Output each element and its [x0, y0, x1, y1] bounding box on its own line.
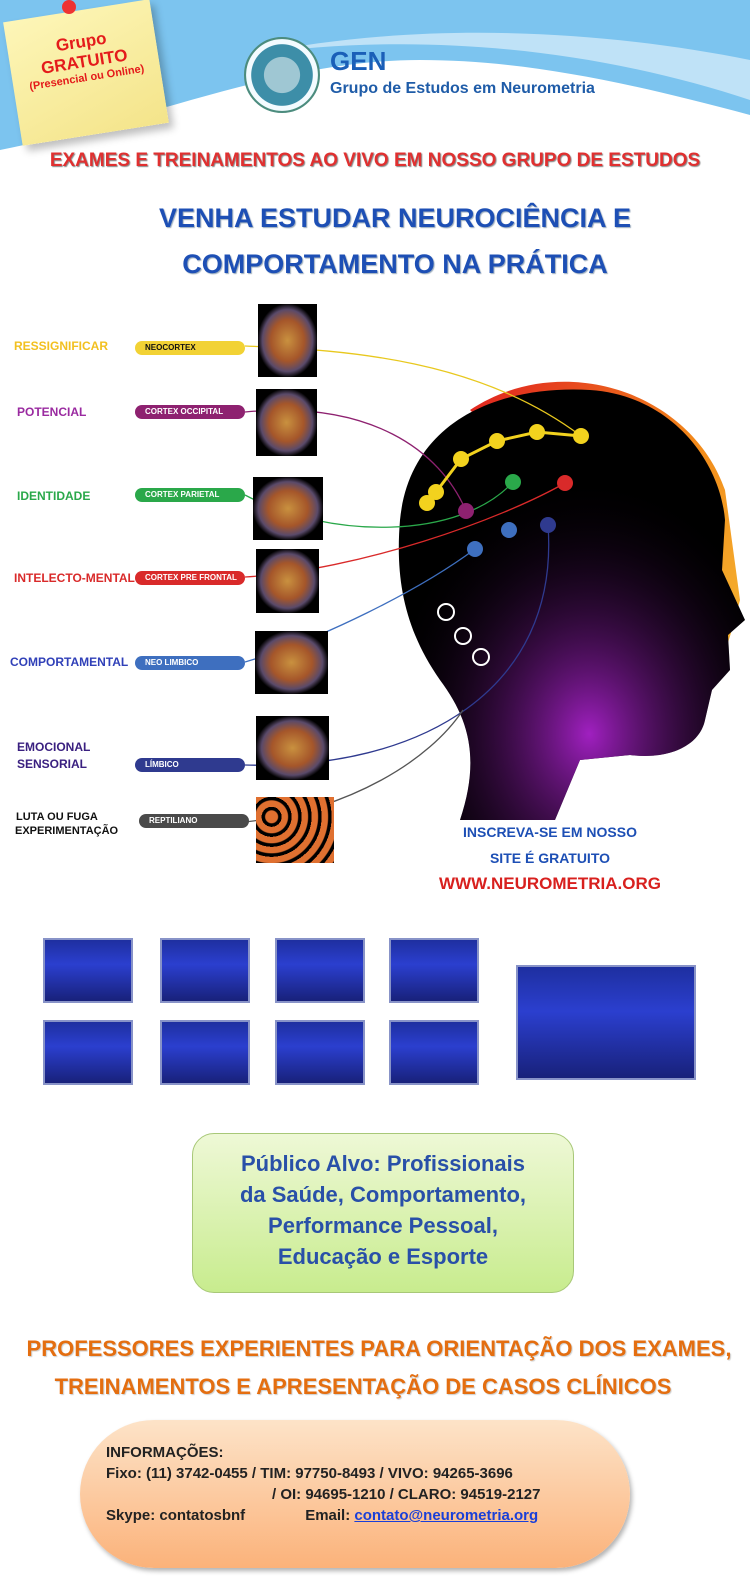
software-screenshot: [43, 938, 133, 1003]
signup-line: SITE É GRATUITO: [489, 850, 611, 866]
brain-image: [258, 304, 317, 377]
teachers-line: TREINAMENTOS E APRESENTAÇÃO DE CASOS CLÍ…: [54, 1374, 672, 1399]
pushpin-icon: [62, 0, 76, 14]
info-phones: Fixo: (11) 3742-0455 / TIM: 97750-8493 /…: [106, 1465, 513, 1482]
row-label: EMOCIONAL: [17, 740, 91, 754]
brain-image: [256, 716, 329, 780]
brain-slices-image: [256, 797, 334, 863]
signup-line: INSCREVA-SE EM NOSSO: [463, 824, 637, 840]
teachers-line: PROFESSORES EXPERIENTES PARA ORIENTAÇÃO …: [26, 1336, 732, 1361]
row-label: SENSORIAL: [17, 757, 88, 771]
info-phones: / OI: 94695-1210 / CLARO: 94519-2127: [272, 1486, 541, 1503]
logo-title: GEN: [330, 46, 387, 76]
row-label: INTELECTO-MENTAL: [14, 571, 135, 585]
row-label: POTENCIAL: [17, 405, 87, 419]
area-pill: CORTEX PRE FRONTAL: [135, 571, 245, 585]
row-label: IDENTIDADE: [17, 489, 91, 503]
row-label: COMPORTAMENTAL: [10, 655, 129, 669]
row-label: EXPERIMENTAÇÃO: [15, 825, 119, 837]
headline-blue-1: VENHA ESTUDAR NEUROCIÊNCIA E: [158, 203, 632, 233]
area-pill: NEO LIMBICO: [135, 656, 245, 670]
audience-line: da Saúde, Comportamento,: [239, 1182, 527, 1207]
software-screenshot: [160, 1020, 250, 1085]
email-link[interactable]: contato@neurometria.org: [354, 1507, 539, 1524]
contact-info-box: INFORMAÇÕES: Fixo: (11) 3742-0455 / TIM:…: [80, 1420, 630, 1568]
area-pill: CORTEX OCCIPITAL: [135, 405, 245, 419]
brain-image: [253, 477, 323, 540]
software-screenshot: [43, 1020, 133, 1085]
software-screenshot-large: [516, 965, 696, 1080]
headline-blue-2: COMPORTAMENTO NA PRÁTICA: [182, 249, 608, 279]
audience-line: Educação e Esporte: [277, 1244, 489, 1269]
area-pill: NEOCORTEX: [135, 341, 245, 355]
brain-image: [255, 631, 328, 694]
audience-line: Performance Pessoal,: [268, 1213, 498, 1238]
brain-image: [256, 549, 319, 613]
software-screenshot: [389, 1020, 479, 1085]
software-screenshot: [389, 938, 479, 1003]
area-pill: CORTEX PARIETAL: [135, 488, 245, 502]
area-pill: REPTILIANO: [139, 814, 249, 828]
row-label: RESSIGNIFICAR: [14, 339, 109, 353]
audience-line: Público Alvo: Profissionais: [240, 1151, 525, 1176]
sticky-note: Grupo GRATUITO (Presencial ou Online): [3, 0, 169, 146]
website-link[interactable]: WWW.NEUROMETRIA.ORG: [439, 874, 661, 893]
logo-subtitle: Grupo de Estudos em Neurometria: [330, 80, 595, 97]
sky-wave-background: [0, 0, 750, 150]
area-pill: LÍMBICO: [135, 758, 245, 772]
head-diagram: [244, 345, 745, 823]
software-screenshot: [275, 1020, 365, 1085]
email-label: Email:: [305, 1507, 351, 1524]
row-label: LUTA OU FUGA: [16, 811, 98, 823]
target-audience-box: Público Alvo: Profissionais da Saúde, Co…: [192, 1133, 574, 1293]
brain-image: [256, 389, 317, 456]
software-screenshot: [275, 938, 365, 1003]
software-screenshot: [160, 938, 250, 1003]
gen-seal-logo: [244, 37, 320, 113]
info-title: INFORMAÇÕES:: [106, 1444, 224, 1461]
headline-red: EXAMES E TREINAMENTOS AO VIVO EM NOSSO G…: [49, 150, 701, 171]
info-skype: Skype: contatosbnf: [106, 1507, 246, 1524]
